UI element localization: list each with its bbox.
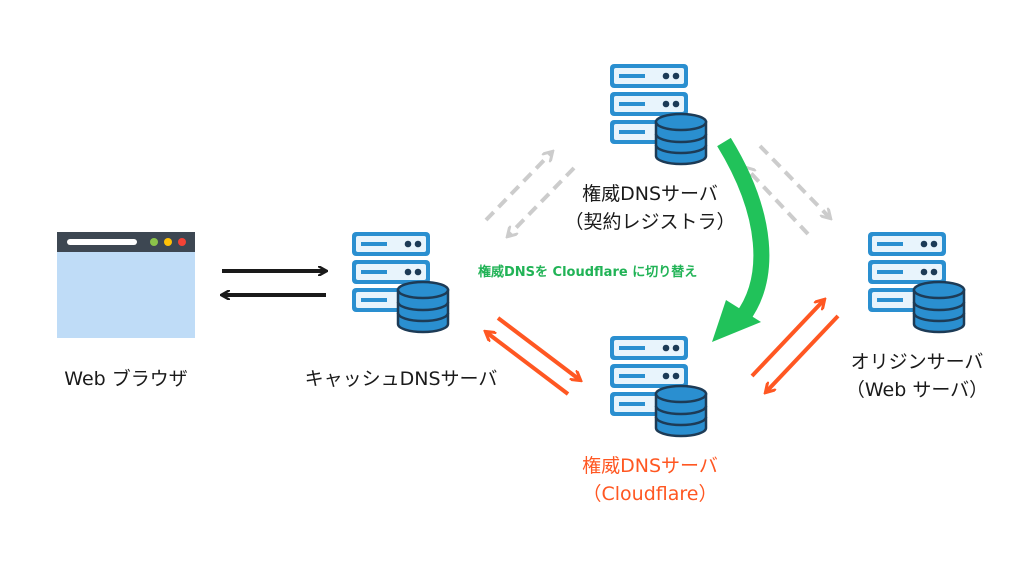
cache-dns-server-icon [350,230,450,334]
registrar-dns-label-line1: 権威DNSサーバ [582,183,718,205]
cloudflare-dns-server-icon [608,334,708,438]
cf-response-arrow [486,332,570,396]
origin-label-line1: オリジンサーバ [850,351,984,373]
cloudflare-dns-label-line2: （Cloudflare） [582,483,718,505]
registrar-dns-label: 権威DNSサーバ （契約レジストラ） [560,180,740,236]
origin-server-icon [866,230,966,334]
cf-origin-arrow-b [766,314,840,392]
origin-label: オリジンサーバ （Web サーバ） [832,348,1002,404]
browser-label: Web ブラウザ [64,368,188,390]
switch-arrow [712,137,770,342]
old-origin-arrow-b [758,144,830,218]
old-query-arrow [484,152,552,222]
cf-origin-arrow-a [750,300,824,378]
cloudflare-dns-label: 権威DNSサーバ （Cloudflare） [560,452,740,508]
registrar-dns-server-icon [608,62,708,166]
cf-query-arrow [496,316,580,380]
browser-window-icon [57,232,195,338]
cloudflare-dns-label-line1: 権威DNSサーバ [582,455,718,477]
switch-note: 権威DNSを Cloudflare に切り替え [478,265,698,280]
old-response-arrow [508,166,576,236]
registrar-dns-label-line2: （契約レジストラ） [564,211,736,233]
old-origin-arrow-a [746,168,810,236]
cache-dns-label: キャッシュDNSサーバ [304,368,498,390]
origin-label-line2: （Web サーバ） [845,379,989,401]
